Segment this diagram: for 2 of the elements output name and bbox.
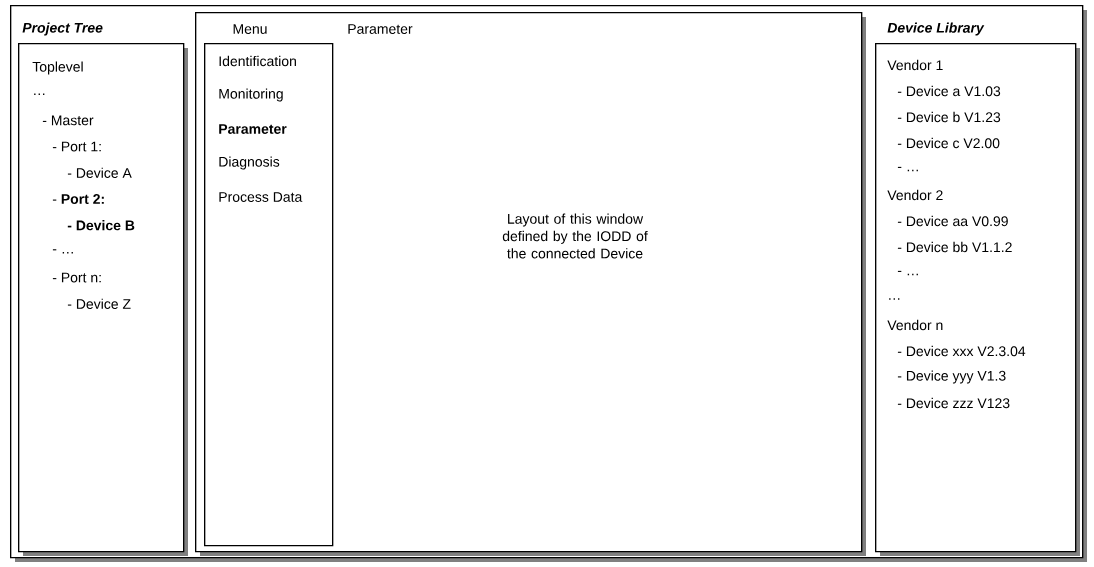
- panel-heading: Device Library: [887, 22, 985, 36]
- panel-heading: Project Tree: [22, 22, 103, 36]
